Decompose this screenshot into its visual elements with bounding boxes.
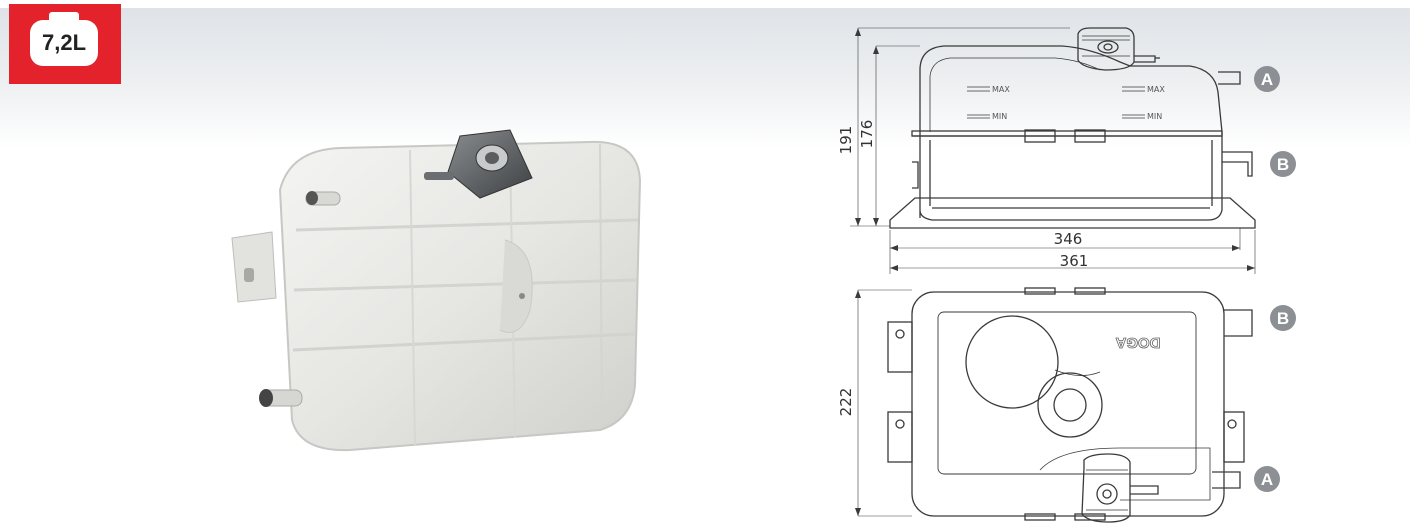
dim-346: 346 [1054,230,1083,248]
top-connector-b-letter: B [1277,309,1289,328]
top-view-drawing [855,287,1253,523]
product-photo [231,129,642,452]
header-gradient-band [0,8,1410,148]
max-label-left: MAX [992,85,1010,94]
min-label-right: MIN [1147,112,1162,121]
side-connector-b-badge: B [1270,151,1296,177]
dim-191: 191 [837,126,855,155]
side-connector-b-letter: B [1277,155,1289,174]
max-label-right: MAX [1147,85,1165,94]
dim-222: 222 [837,388,855,417]
mirrored-logo: DOGA [1115,334,1160,351]
top-connector-a-letter: A [1261,470,1273,489]
top-connector-b-badge: B [1270,305,1296,331]
side-connector-a-letter: A [1261,70,1273,89]
badge-tab-decoration [49,12,79,21]
dim-361: 361 [1060,252,1089,270]
capacity-label: 7,2L [30,20,98,66]
top-connector-a-badge: A [1254,466,1280,492]
capacity-badge: 7,2L [9,4,121,84]
min-label-left: MIN [992,112,1007,121]
side-view-drawing [850,27,1256,274]
side-connector-a-badge: A [1254,66,1280,92]
dim-176: 176 [858,120,876,149]
